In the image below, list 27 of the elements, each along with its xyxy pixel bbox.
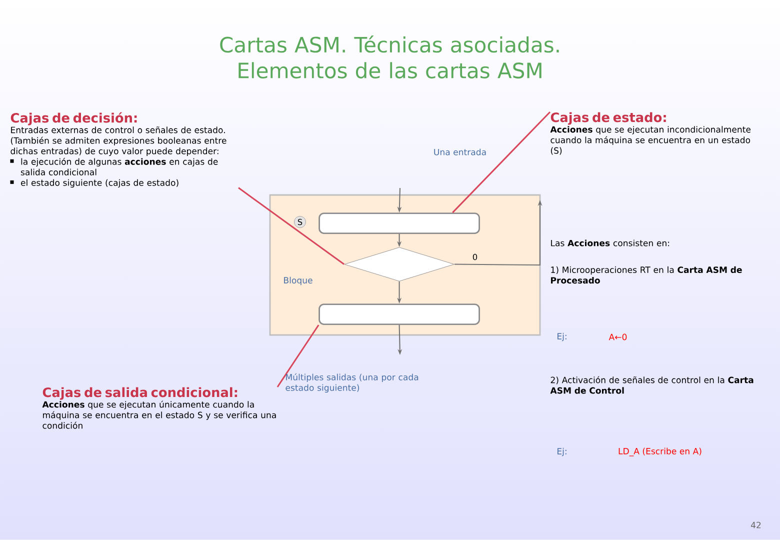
annotation: Múltiples salidas (una por cada estado siguiente) [286, 373, 418, 393]
paragraph: Entradas externas de control o señales de estado. (También se admiten expresiones booleanas entre dichas entradas) de cuyo valor puede depender: [10, 126, 226, 156]
bullet-item: el estado siguiente (cajas de estado) [20, 179, 178, 188]
edge-label: 0 [471, 252, 479, 262]
annotation: Bloque [284, 276, 312, 286]
decision-diamond [344, 247, 454, 282]
heading: Cajas de decisión: [10, 112, 137, 126]
title: Cartas ASM. Técnicas asociadas. Elementos de las cartas ASM [220, 36, 559, 78]
leader-line [238, 187, 345, 265]
annotation: Una entrada [434, 148, 486, 156]
example-label: Ej: [558, 448, 566, 456]
paragraph: Acciones que se ejecutan únicamente cuando la máquina se encuentra en el estado S y se verifica una condición [42, 400, 276, 429]
paragraph: 1) Microoperaciones RT en la Carta ASM de Procesado [551, 266, 742, 284]
example-value: LD_A (Escribe en A) [618, 448, 702, 456]
page-number: 42 [750, 522, 761, 528]
leader-line [452, 111, 551, 214]
example-value: A←0 [608, 334, 627, 340]
heading: Cajas de estado: [550, 112, 666, 125]
heading: Cajas de salida condicional: [42, 387, 238, 400]
state-name: S [294, 216, 306, 228]
state-box [318, 212, 480, 234]
leader-line [276, 324, 320, 388]
conditional-output-box [318, 304, 480, 325]
paragraph: Las Acciones consisten en: [551, 240, 670, 246]
paragraph: 2) Activación de señales de control en la Carta ASM de Control [550, 376, 754, 394]
example-label: Ej: [558, 332, 566, 342]
paragraph: Acciones que se ejecutan incondicionalmente cuando la máquina se encuentra en un estado (S) [550, 126, 751, 155]
